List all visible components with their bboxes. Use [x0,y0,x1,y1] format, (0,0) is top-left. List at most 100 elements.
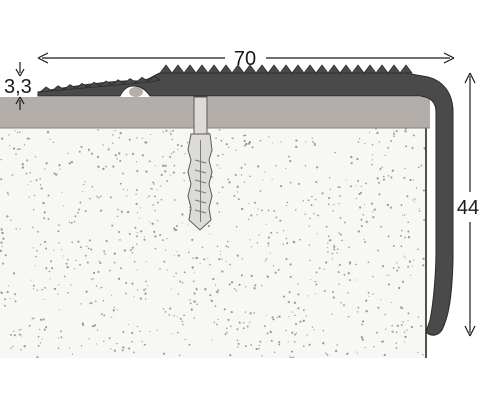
thickness-arrow-down [15,68,25,77]
speckle-dot [86,245,88,248]
speckle-dot [328,197,331,200]
speckle-dot [135,202,138,206]
speckle-dot [368,295,370,297]
speckle-dot [256,241,259,244]
speckle-dot [363,239,365,241]
speckle-dot [403,255,405,257]
speckle-dot [415,187,418,189]
speckle-dot [187,224,189,226]
speckle-dot [357,230,360,233]
speckle-dot [61,249,63,251]
speckle-dot [279,219,282,222]
speckle-dot [411,146,414,150]
speckle-dot [251,146,254,149]
speckle-dot [131,331,134,335]
speckle-dot [44,168,46,170]
speckle-dot [347,315,350,318]
speckle-dot [100,313,103,315]
speckle-dot [80,145,83,148]
speckle-dot [34,265,36,267]
speckle-dot [70,221,73,224]
speckle-dot [364,143,366,145]
speckle-dot [209,263,211,266]
speckle-dot [227,146,230,148]
speckle-dot [173,227,176,230]
speckle-dot [145,170,148,173]
speckle-dot [365,182,368,185]
speckle-dot [172,151,175,153]
speckle-dot [302,319,305,322]
speckle-dot [223,308,226,311]
speckle-dot [9,144,11,147]
speckle-dot [67,152,69,155]
speckle-dot [302,200,305,202]
speckle-dot [409,178,412,182]
speckle-dot [20,335,22,337]
height-dimension: 44 [457,72,479,337]
speckle-dot [403,176,406,179]
speckle-dot [413,259,415,261]
speckle-dot [112,309,115,312]
speckle-dot [327,235,330,238]
speckle-dot [270,339,273,342]
speckle-dot [173,164,176,167]
speckle-dot [356,352,359,354]
speckle-dot [310,279,312,281]
speckle-dot [33,194,36,197]
speckle-dot [245,142,248,146]
speckle-dot [143,238,146,241]
speckle-dot [225,260,227,263]
speckle-dot [276,316,278,318]
speckle-dot [285,237,288,240]
speckle-dot [51,267,54,270]
speckle-dot [169,174,171,176]
speckle-dot [282,295,286,298]
speckle-dot [39,177,41,180]
speckle-dot [343,304,345,307]
speckle-dot [248,141,252,144]
speckle-dot [75,259,77,262]
speckle-dot [338,203,340,205]
speckle-dot [122,188,125,191]
speckle-dot [297,283,299,285]
speckle-dot [383,353,386,357]
speckle-dot [387,235,390,238]
speckle-dot [409,274,412,276]
speckle-dot [164,249,167,251]
speckle-dot [285,204,288,207]
speckle-dot [327,242,329,244]
speckle-dot [378,181,381,184]
speckle-dot [277,268,280,271]
speckle-dot [171,138,174,141]
speckle-dot [313,329,315,331]
speckle-dot [410,325,413,329]
speckle-dot [88,338,90,340]
speckle-dot [231,137,233,139]
speckle-dot [20,349,22,351]
speckle-dot [237,191,239,193]
speckle-dot [256,214,258,216]
speckle-dot [36,356,39,358]
speckle-dot [318,267,321,270]
speckle-dot [110,294,112,296]
speckle-dot [236,185,239,188]
speckle-dot [249,312,252,315]
speckle-dot [136,326,139,328]
speckle-dot [44,286,47,289]
speckle-dot [315,271,318,274]
arrowhead-bottom [464,325,476,337]
speckle-dot [402,321,404,323]
speckle-dot [346,352,349,355]
speckle-dot [382,265,385,268]
speckle-dot [153,183,155,185]
speckle-dot [159,268,161,270]
speckle-dot [287,300,290,304]
speckle-dot [241,258,243,260]
speckle-dot [120,267,123,270]
speckle-dot [261,284,263,287]
speckle-dot [290,350,293,353]
speckle-dot [175,272,177,274]
speckle-dot [417,316,420,318]
speckle-dot [311,195,313,198]
speckle-dot [6,191,9,194]
